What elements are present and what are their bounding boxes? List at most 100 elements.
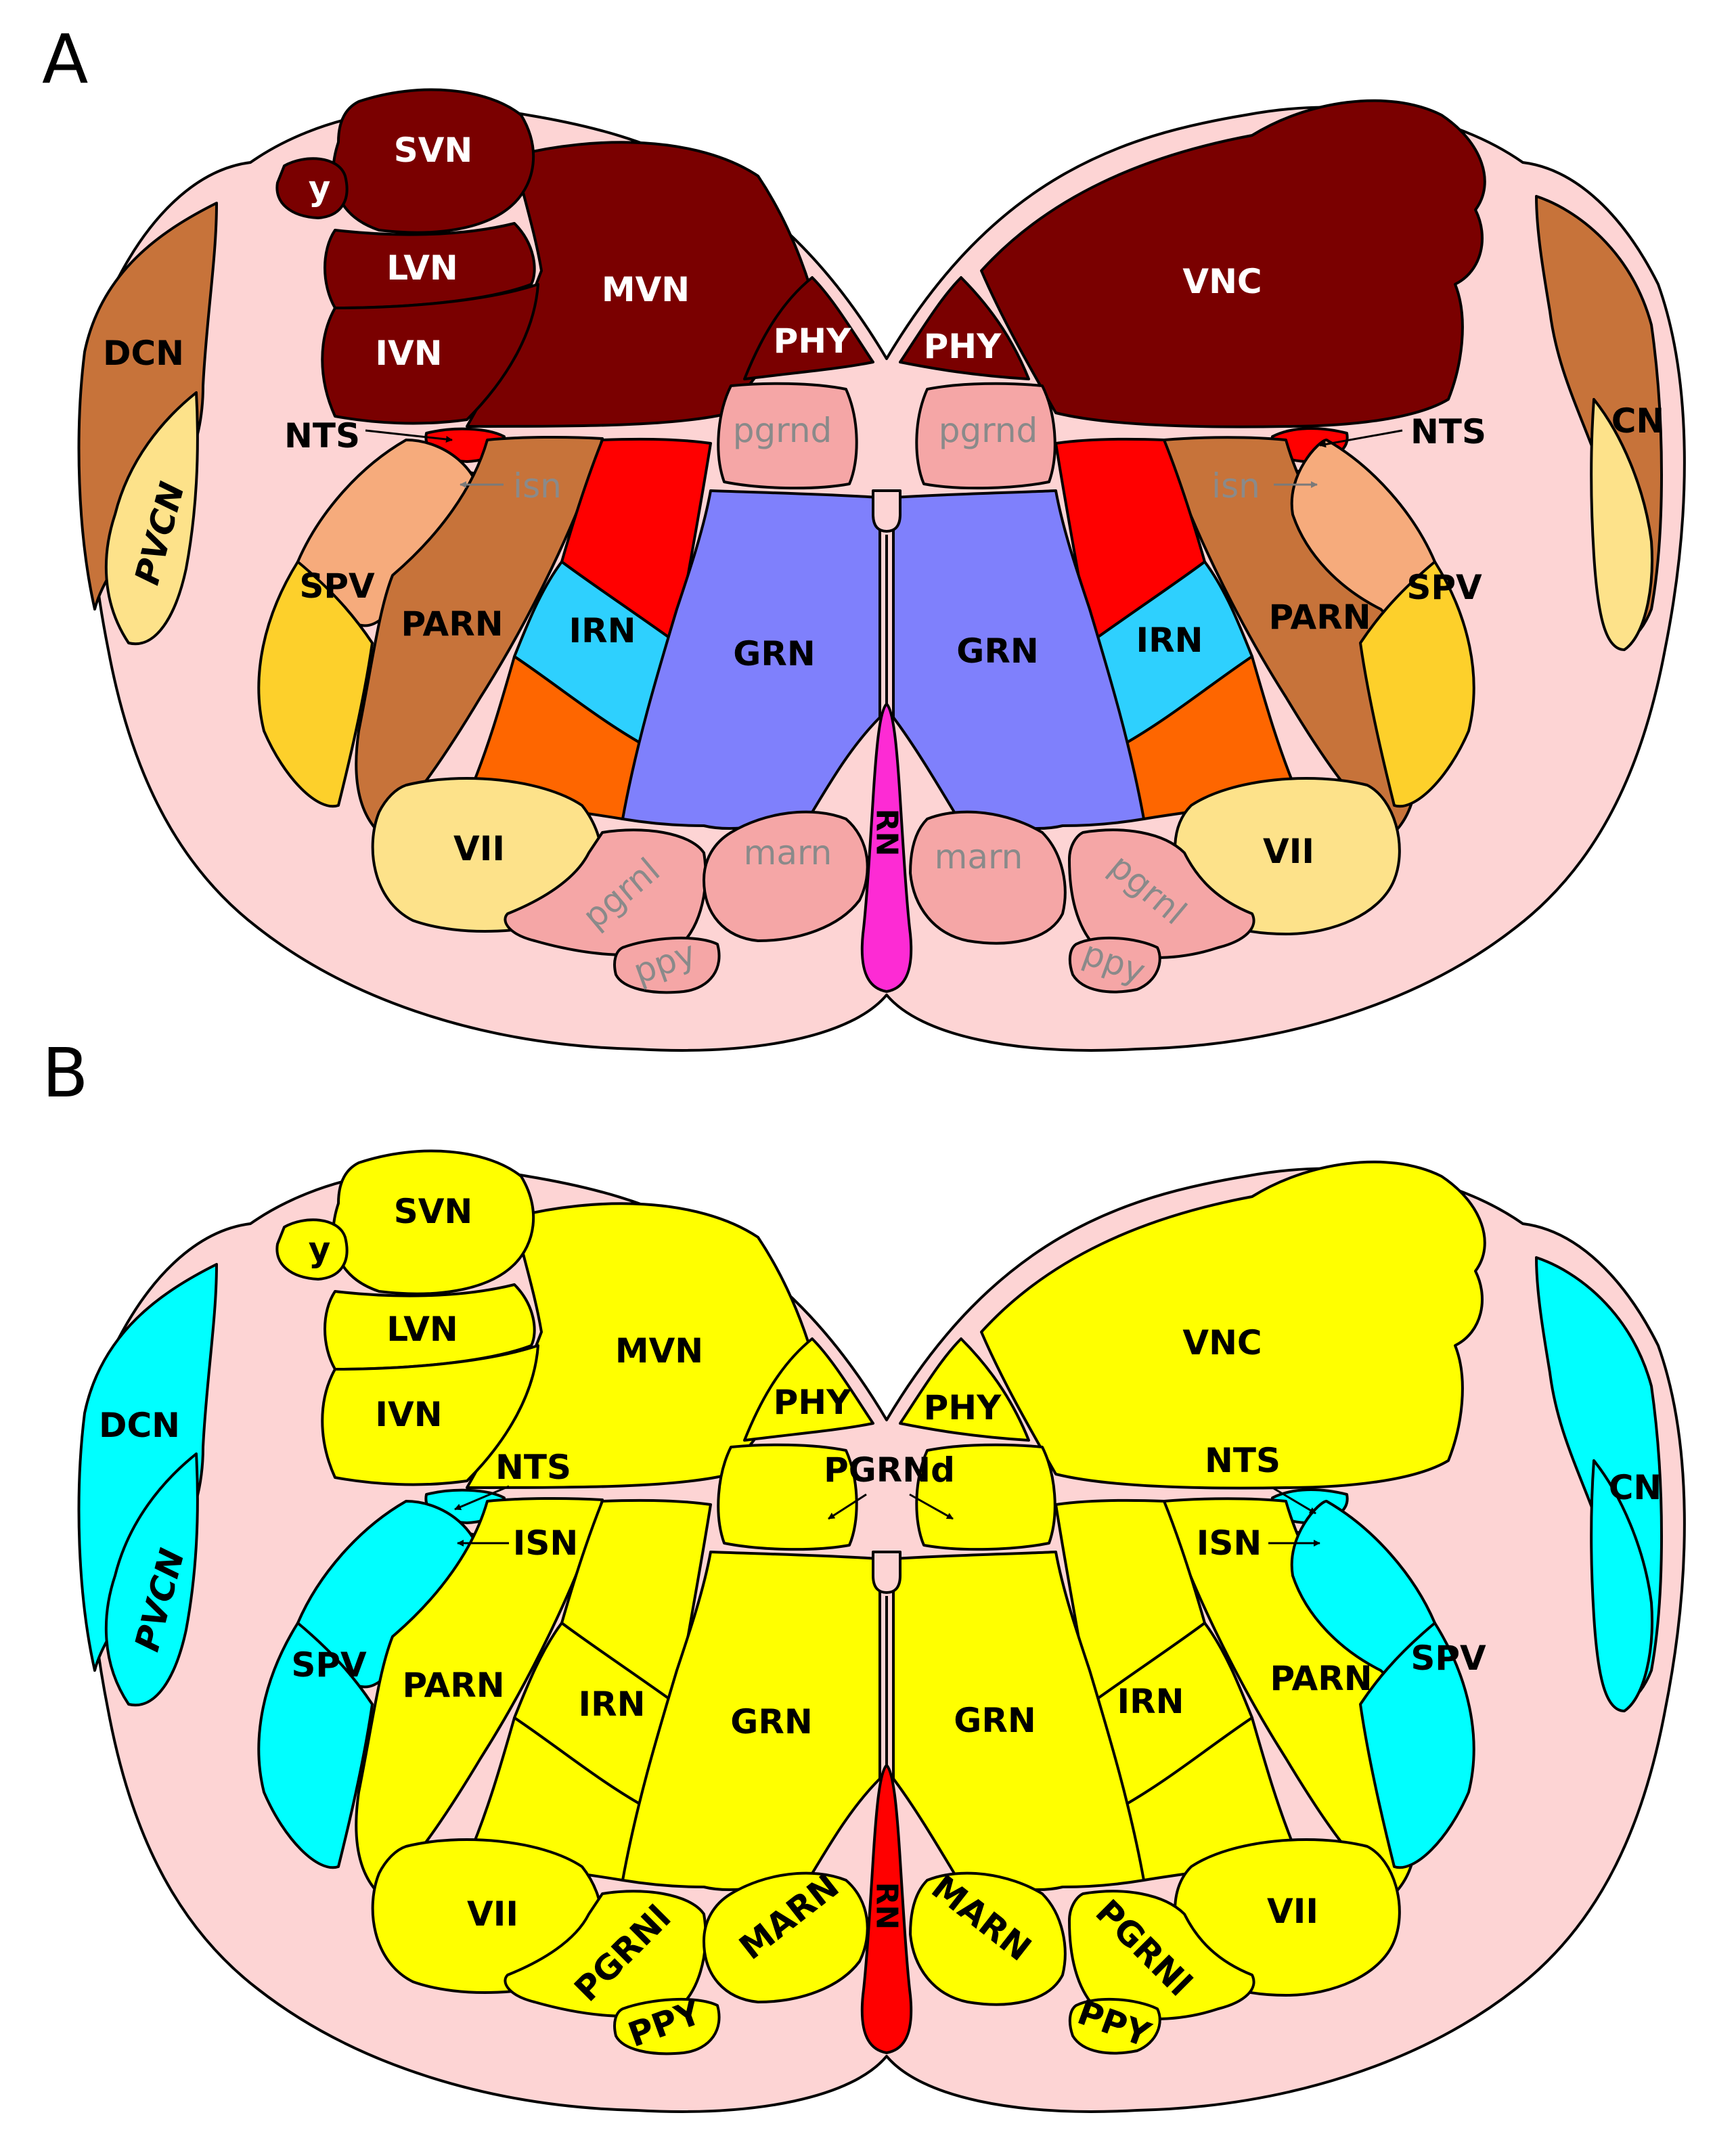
ivn-region: [321, 1344, 539, 1486]
y-region: [275, 1218, 349, 1281]
spv-r-bot-region: [1359, 1622, 1475, 1869]
irn-l-orange-region: [466, 655, 644, 820]
spv-l-label: SPV: [299, 566, 375, 606]
dcn-label: DCN: [99, 1406, 180, 1445]
marn-l-label: marn: [744, 833, 832, 872]
spv-l-bot-region: [257, 1622, 374, 1869]
nts-r-arrow: [1319, 429, 1403, 448]
pgrnd-l-region: [717, 1443, 858, 1551]
nts-l-arrow: [365, 429, 453, 443]
spv-l-label: SPV: [291, 1645, 367, 1685]
pgrnd-r-label: pgrnd: [939, 411, 1038, 450]
irn-l-orange-region: [466, 1716, 644, 1882]
marn-r-region: [909, 810, 1067, 945]
ppy-l-region: [613, 936, 721, 994]
rn-region: [860, 703, 913, 993]
cn-lower-region: [1590, 398, 1653, 651]
pgrnd-r-region: [915, 382, 1056, 490]
grn-l-label: GRN: [730, 1702, 812, 1741]
nts-l-label: NTS: [284, 416, 360, 456]
midline-notch: [872, 1551, 902, 1594]
panel-letter-b: B: [42, 1034, 89, 1113]
vii-r-label: VII: [1267, 1892, 1318, 1931]
pvcn-region: [104, 1452, 199, 1707]
ivn-label: IVN: [375, 334, 442, 373]
isn-r-label: ISN: [1197, 1524, 1262, 1563]
ivn-region: [321, 283, 539, 425]
svn-label: SVN: [394, 131, 473, 170]
pgrnl-r-region: [1068, 828, 1255, 959]
parn-r-label: PARN: [1270, 1659, 1372, 1698]
phy-r-label: PHY: [924, 327, 1002, 366]
mvn-label: MVN: [602, 270, 690, 309]
nts-r-label: NTS: [1205, 1441, 1281, 1480]
grn-l-label: GRN: [733, 634, 815, 673]
pgrnd-r-region: [915, 1443, 1056, 1551]
phy-l-label: PHY: [774, 321, 851, 361]
nts-r-label: NTS: [1410, 412, 1486, 451]
nts-l-label: NTS: [495, 1448, 571, 1487]
vii-l-label: VII: [453, 829, 505, 868]
grn-r-region: [891, 1551, 1145, 1891]
dcn-region: [77, 202, 218, 610]
spv-r-bot-region: [1359, 560, 1475, 808]
vii-r-label: VII: [1263, 832, 1314, 871]
phy-r-label: PHY: [924, 1388, 1002, 1427]
cn-lower-region: [1590, 1459, 1653, 1712]
lvn-region: [324, 1283, 536, 1371]
nts-l-arrow: [454, 1485, 510, 1511]
lvn-label: LVN: [386, 248, 458, 288]
parn-l-label: PARN: [402, 1666, 504, 1705]
midline-notch: [872, 489, 902, 533]
grn-r-label: GRN: [954, 1701, 1036, 1740]
lvn-label: LVN: [386, 1310, 458, 1349]
spv-r-label: SPV: [1410, 1639, 1486, 1678]
irn-r-label: IRN: [1117, 1682, 1184, 1721]
panel-a: A: [42, 20, 1686, 1052]
marn-r-label: marn: [935, 837, 1023, 876]
ppy-r-region: [1068, 936, 1161, 994]
pgrnd-l-region: [717, 382, 858, 490]
ppy-l-region: [613, 1997, 721, 2056]
parn-r-label: PARN: [1268, 598, 1371, 637]
vnc-region: [980, 1160, 1486, 1490]
marn-r-region: [909, 1871, 1067, 2006]
vnc-region: [980, 99, 1486, 428]
phy-r-region: [899, 1337, 1030, 1442]
vnc-label: VNC: [1182, 262, 1262, 301]
svn-region: [332, 1149, 535, 1295]
y-label: y: [309, 169, 331, 208]
irn-l-label: IRN: [569, 611, 636, 650]
panel-b: B: [42, 1034, 1686, 2113]
rn-region: [860, 1764, 913, 2054]
pgrnd-r-arrow: [909, 1493, 954, 1520]
dcn-label: DCN: [103, 334, 184, 373]
phy-l-region: [743, 276, 874, 380]
marn-l-region: [703, 1871, 869, 2003]
vnc-label: VNC: [1182, 1323, 1262, 1362]
spv-l-bot-region: [257, 560, 374, 808]
grn-r-region: [891, 489, 1145, 830]
cn-label: CN: [1609, 1468, 1662, 1507]
mvn-label: MVN: [615, 1331, 703, 1371]
grn-r-label: GRN: [956, 631, 1038, 671]
spv-r-label: SPV: [1406, 568, 1482, 607]
y-region: [275, 157, 349, 219]
ppy-r-region: [1068, 1997, 1161, 2055]
irn-l-label: IRN: [579, 1685, 646, 1724]
nts-r-arrow: [1272, 1486, 1316, 1515]
svn-label: SVN: [394, 1192, 473, 1231]
vii-l-label: VII: [467, 1894, 518, 1934]
marn-l-region: [703, 810, 869, 942]
pgrnd-l-label: pgrnd: [733, 411, 832, 450]
dcn-region: [77, 1263, 218, 1672]
isn-l-label: ISN: [513, 1524, 578, 1563]
cn-label: CN: [1611, 401, 1665, 441]
phy-l-label: PHY: [774, 1383, 851, 1422]
rn-label: RN: [870, 809, 904, 857]
phy-r-region: [899, 276, 1030, 380]
pgrnl-r-region: [1068, 1890, 1255, 2020]
pvcn-region: [104, 391, 199, 646]
pgrnd-l-arrow: [828, 1493, 867, 1520]
